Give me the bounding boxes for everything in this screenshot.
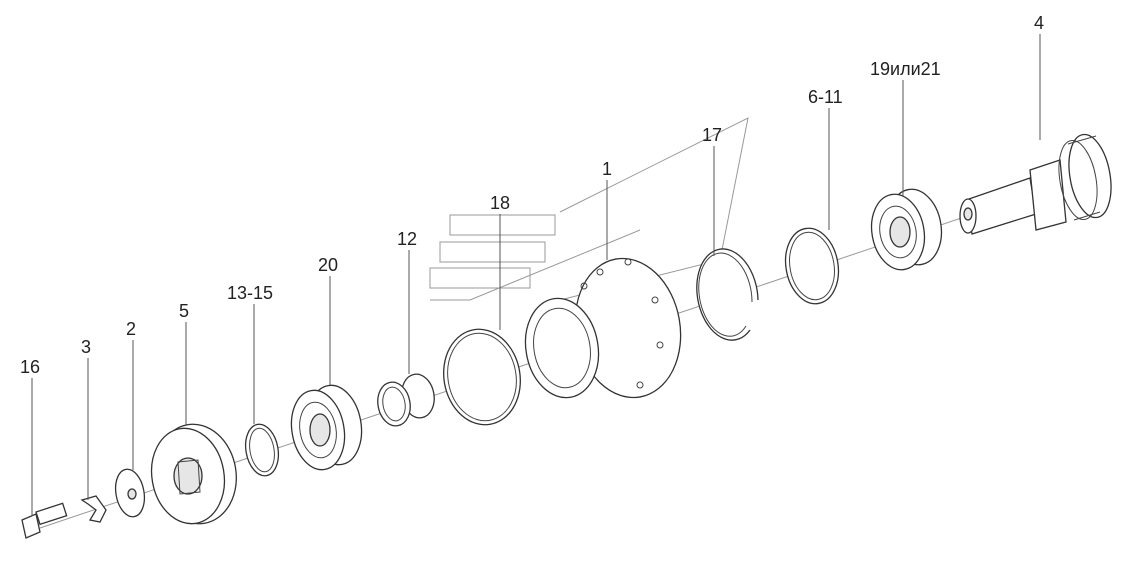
- part-16-bolt: [21, 502, 68, 539]
- label-4: 4: [1034, 13, 1044, 33]
- part-13-15-shim: [244, 423, 280, 477]
- label-2: 2: [126, 319, 136, 339]
- part-17-snap-ring: [696, 248, 759, 341]
- label-20: 20: [318, 255, 338, 275]
- label-12: 12: [397, 229, 417, 249]
- part-2-washer: [114, 468, 146, 518]
- label-1: 1: [602, 159, 612, 179]
- part-18-oring: [443, 328, 521, 426]
- leader-lines: [31, 34, 1041, 516]
- label-16: 16: [20, 357, 40, 377]
- label-3: 3: [81, 337, 91, 357]
- part-3-clip: [80, 495, 107, 523]
- label-17: 17: [702, 125, 722, 145]
- label-6-11: 6-11: [808, 87, 843, 107]
- label-13-15: 13-15: [227, 283, 273, 303]
- part-5-flange: [150, 423, 237, 525]
- part-20-bearing: [290, 384, 363, 471]
- label-5: 5: [179, 301, 189, 321]
- part-12-bushing: [377, 373, 435, 427]
- part-19-21-bearing: [870, 188, 943, 271]
- part-1-housing: [524, 257, 682, 399]
- part-4-gear-shaft: [959, 133, 1112, 235]
- label-19or21: 19или21: [870, 59, 941, 79]
- label-18: 18: [490, 193, 510, 213]
- part-6-11-shim: [784, 227, 840, 305]
